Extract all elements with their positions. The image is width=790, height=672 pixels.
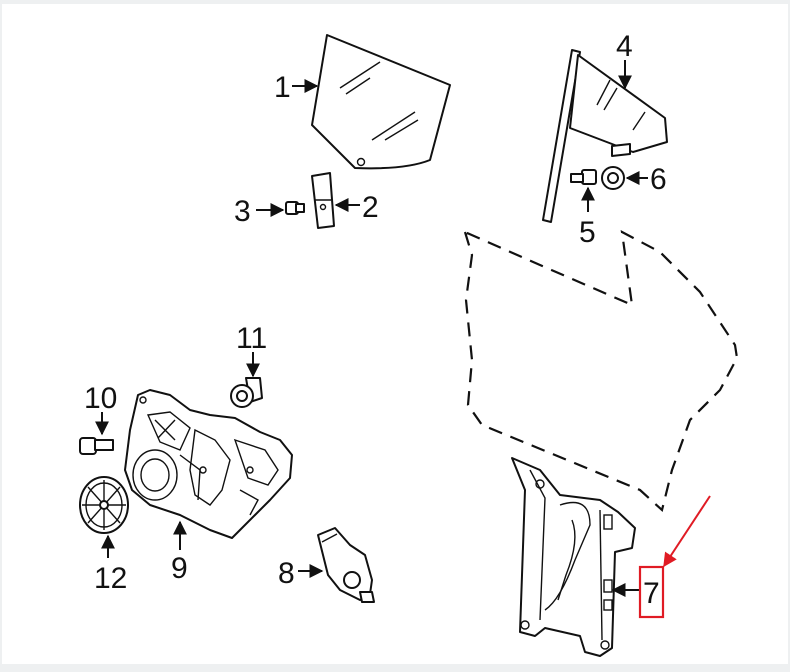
callout-4: 4 [616,30,633,63]
door-outline [463,230,739,513]
callout-1: 1 [274,71,291,104]
callout-3: 3 [234,195,251,228]
callout-11: 11 [236,322,267,355]
highlight-marker [638,495,711,619]
leader-lines [95,60,648,597]
glass-bracket-part[interactable] [311,172,335,229]
callout-6: 6 [650,163,667,196]
door-module-panel-part[interactable] [124,389,293,539]
callout-labels: 1 2 3 4 5 6 7 8 9 10 11 12 [84,30,667,610]
panel-bolt-part[interactable] [79,437,114,455]
door-glass-part[interactable] [311,34,451,170]
callout-12: 12 [94,562,127,595]
highlight-box [638,565,665,619]
callout-8: 8 [278,557,295,590]
bolt-part[interactable] [285,201,305,215]
callout-10: 10 [84,382,117,415]
grommet-part[interactable] [601,166,625,190]
speaker-gasket-part[interactable] [79,476,129,534]
callout-2: 2 [362,191,379,224]
callout-9: 9 [171,552,188,585]
quarter-glass-part[interactable] [542,49,668,223]
callout-7: 7 [643,577,660,610]
clip-nut-part[interactable] [230,377,263,408]
stud-bolt-part[interactable] [570,169,597,185]
window-motor-part[interactable] [317,527,375,603]
callout-5: 5 [579,216,596,249]
window-regulator-part[interactable] [511,457,636,657]
